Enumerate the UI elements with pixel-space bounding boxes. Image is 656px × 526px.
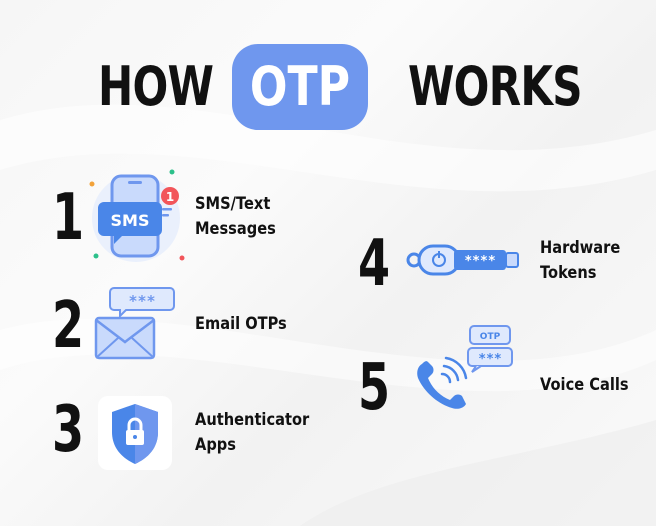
title-highlight-pill [232,44,368,130]
token-code-mask: **** [464,254,495,269]
hardware-token-key-icon: **** [406,244,519,276]
method-label-4: Hardware Tokens [540,238,621,283]
title-suffix: WORKS [408,55,583,118]
method-number-2: 2 [52,289,85,363]
title-prefix: HOW [98,55,214,118]
email-envelope-icon: *** [94,287,175,360]
voice-otp-mask: *** [478,352,502,367]
method-label-3: Authenticator Apps [195,410,310,455]
sms-icon-text: SMS [111,211,150,230]
method-number-3: 3 [52,393,85,467]
email-otp-mask: *** [128,292,155,310]
method-label-5: Voice Calls [540,375,629,395]
method-label-1: SMS/Text Messages [195,194,276,239]
phone-call-icon: OTP *** [417,325,513,409]
method-label-2: Email OTPs [195,314,287,334]
shield-lock-icon [98,396,172,470]
method-number-4: 4 [358,227,391,301]
sms-phone-icon: SMS 1 [89,169,185,262]
method-number-5: 5 [358,351,391,425]
title-highlight: OTP [249,55,351,118]
voice-otp-label: OTP [480,332,501,342]
notification-badge: 1 [166,190,174,204]
method-number-1: 1 [52,181,85,255]
